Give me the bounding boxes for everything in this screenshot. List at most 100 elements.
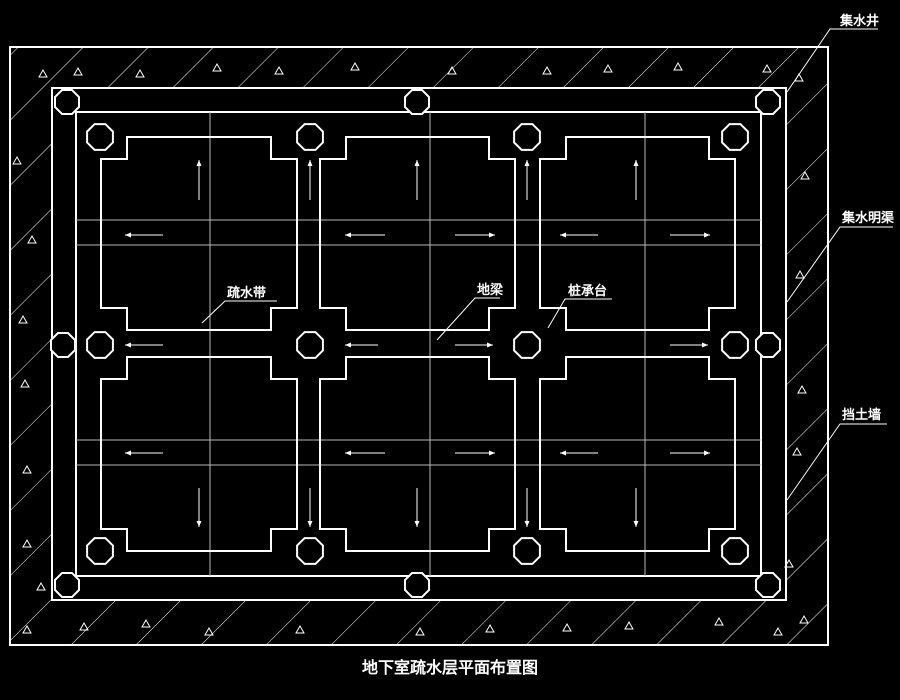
ground-beam-panels	[100, 136, 736, 552]
soil-triangle	[22, 464, 32, 474]
soil-triangle	[27, 234, 37, 244]
sump	[50, 332, 76, 358]
sump	[404, 89, 430, 115]
drain-arrow	[633, 488, 639, 527]
soil-triangle	[562, 622, 572, 632]
drain-arrow	[196, 488, 202, 527]
drain-arrow-head	[125, 232, 131, 238]
soil-triangle	[673, 61, 683, 71]
label-drain-strip: 疏水带	[227, 285, 266, 301]
pile-caps	[50, 89, 781, 598]
drain-arrow-head	[633, 160, 639, 166]
soil-triangle	[274, 65, 284, 75]
soil-triangle	[295, 624, 305, 634]
soil-triangle	[485, 623, 495, 633]
drain-arrow-head	[702, 342, 708, 348]
drain-arrow-head	[307, 160, 313, 166]
soil-triangle	[79, 621, 89, 631]
sump	[54, 572, 80, 598]
soil-triangle	[73, 66, 83, 76]
drain-arrow	[345, 450, 385, 456]
soil-triangle-marks	[12, 61, 810, 636]
soil-triangle	[542, 65, 552, 75]
drain-arrow	[524, 160, 530, 200]
soil-triangle	[795, 269, 805, 279]
ground-beam-panel	[539, 356, 736, 552]
soil-triangle	[20, 378, 30, 388]
label-ground-beam: 地梁	[477, 282, 504, 298]
drain-arrow	[524, 488, 530, 527]
drain-arrow	[633, 160, 639, 200]
drain-arrow	[670, 450, 710, 456]
ground-beam-panel	[319, 356, 516, 552]
soil-triangle	[797, 384, 807, 394]
label-retaining-wall: 挡土墙	[842, 407, 881, 423]
drain-arrow-head	[125, 450, 131, 456]
soil-triangle	[38, 68, 48, 78]
drain-arrows	[125, 160, 710, 527]
drain-arrow	[125, 450, 163, 456]
leader-retaining-wall	[786, 423, 887, 501]
drain-arrow-head	[125, 342, 131, 348]
soil-triangle	[204, 626, 214, 636]
drain-arrow	[670, 232, 710, 238]
soil-triangle	[22, 538, 32, 548]
ground-beam-panel	[100, 356, 298, 552]
drain-arrow-head	[489, 232, 495, 238]
drain-arrow	[414, 488, 420, 527]
soil-triangle	[350, 61, 360, 71]
soil-triangle	[18, 314, 28, 324]
sump	[54, 89, 80, 115]
pile-cap	[513, 123, 541, 151]
label-open-channel: 集水明渠	[841, 210, 895, 226]
drain-arrow	[196, 160, 202, 200]
drain-arrow	[670, 342, 708, 348]
drain-arrow	[345, 232, 385, 238]
open-channel-edge	[75, 111, 762, 577]
pile-cap	[86, 331, 114, 359]
pile-cap	[513, 537, 541, 565]
drain-arrow-head	[307, 521, 313, 527]
pile-cap	[721, 537, 749, 565]
soil-triangle	[624, 620, 634, 630]
leader-drain-strip	[201, 300, 277, 324]
soil-triangle	[141, 618, 151, 628]
pile-cap	[296, 331, 324, 359]
soil-triangle	[603, 63, 613, 73]
drain-arrow-head	[487, 342, 493, 348]
soil-triangle	[800, 170, 810, 180]
drain-arrow	[455, 342, 493, 348]
soil-triangle	[714, 616, 724, 626]
ground-beam-panel	[319, 136, 516, 331]
drawing-title: 地下室疏水层平面布置图	[362, 658, 538, 677]
drain-arrow-head	[633, 521, 639, 527]
soil-triangle	[135, 68, 145, 78]
leader-sump	[786, 28, 878, 93]
soil-triangle	[22, 624, 32, 634]
sump	[755, 572, 781, 598]
drain-arrow	[560, 232, 598, 238]
pile-cap	[296, 537, 324, 565]
drain-arrow-head	[414, 160, 420, 166]
soil-triangle	[773, 626, 783, 636]
drain-arrow	[455, 450, 495, 456]
drain-arrow	[414, 160, 420, 200]
label-sump: 集水井	[839, 13, 879, 29]
sump	[755, 89, 781, 115]
drain-arrow-head	[345, 232, 351, 238]
soil-triangle	[36, 581, 46, 591]
soil-triangle	[447, 65, 457, 75]
drain-arrow	[125, 232, 163, 238]
drain-arrow-head	[345, 342, 351, 348]
leader-open-channel	[786, 226, 893, 303]
drain-arrow-head	[489, 450, 495, 456]
drain-arrow-head	[704, 232, 710, 238]
drain-arrow-head	[560, 450, 566, 456]
pile-cap	[296, 123, 324, 151]
soil-triangle	[212, 62, 222, 72]
drain-arrow	[125, 342, 163, 348]
pile-cap	[721, 123, 749, 151]
grid-lines	[76, 112, 761, 576]
sump	[404, 572, 430, 598]
